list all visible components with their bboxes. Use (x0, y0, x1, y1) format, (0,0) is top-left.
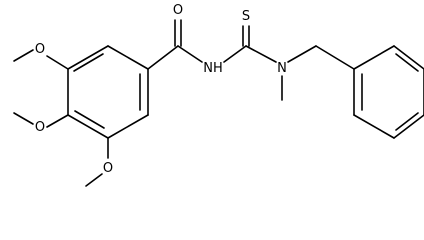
benzyl-group (315, 45, 424, 139)
carbonyl-oxygen-label: O (173, 3, 183, 18)
methoxy-middle (13, 112, 69, 128)
carbonyl-group (147, 19, 203, 70)
methoxy-top-oxygen-label: O (35, 42, 45, 57)
methoxy-bottom (85, 137, 109, 187)
thiourea-group (223, 25, 317, 101)
methyl-nitrogen-label: N (277, 61, 287, 76)
trimethoxyphenyl-ring (67, 45, 149, 139)
methoxy-middle-oxygen-label: O (35, 120, 45, 135)
thione-sulfur-label: S (242, 9, 250, 24)
molecule-canvas: O NH S N O O O (13, 3, 424, 187)
structure-diagram: O NH S N O O O (13, 3, 424, 187)
methoxy-top (13, 49, 69, 70)
methoxy-bottom-oxygen-label: O (103, 161, 113, 176)
amide-nh-label: NH (203, 61, 223, 76)
